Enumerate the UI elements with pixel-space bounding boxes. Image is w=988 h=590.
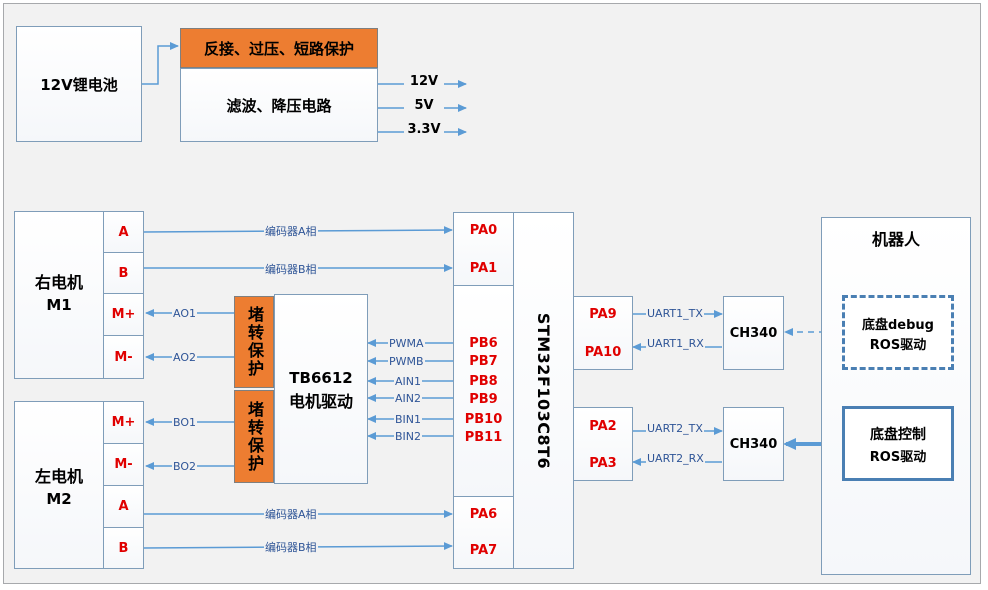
stall-protect-label-1: 堵转保护: [245, 306, 264, 378]
pin-pb11: PB11: [464, 430, 503, 445]
uart2-tx-label: UART2_TX: [646, 421, 704, 436]
bin2-label: BIN2: [394, 429, 423, 444]
mcu-pins-mid: PB6 PB7 PB8 PB9 PB10 PB11: [453, 285, 514, 497]
right-pin-b-label: B: [118, 265, 129, 281]
left-motor-pin-mminus: M-: [103, 443, 144, 486]
bo1-label: BO1: [172, 414, 198, 430]
stall-protect-label-2: 堵转保护: [245, 400, 264, 473]
right-pin-mminus-label: M-: [114, 349, 133, 365]
mcu-name: STM32F103C8T6: [534, 312, 553, 469]
ain2-label: AIN2: [394, 391, 422, 406]
left-pin-a-label: A: [118, 499, 129, 514]
protection-label: 反接、过压、短路保护: [203, 39, 354, 58]
pin-pb6: PB6: [469, 336, 498, 351]
tb6612-desc: 电机驱动: [288, 392, 353, 411]
ch340-box-2: CH340: [723, 407, 784, 481]
stall-protect-box-2: 堵转保护: [234, 390, 274, 483]
uart1-pins-box: PA9 PA10: [573, 296, 633, 370]
left-motor-pin-mplus: M+: [103, 401, 144, 444]
right-motor-box: 右电机 M1: [14, 211, 104, 379]
ch340-label-1: CH340: [729, 325, 778, 341]
robot-box: 机器人: [821, 217, 971, 575]
battery-box: 12V锂电池: [16, 26, 142, 142]
left-motor-pin-b: B: [103, 527, 144, 569]
out-5v-label: 5V: [404, 97, 444, 113]
right-motor-name: 右电机: [34, 273, 83, 292]
enc-left-b-label: 编码器B相: [264, 539, 318, 555]
right-motor-pin-a: A: [103, 211, 144, 253]
pin-pb8: PB8: [469, 374, 498, 389]
battery-connector: [142, 42, 179, 85]
uart1-tx-label: UART1_TX: [646, 306, 704, 321]
pin-pa7: PA7: [469, 542, 498, 558]
mcu-pins-bottom: PA6 PA7: [453, 496, 514, 569]
robot-title: 机器人: [871, 230, 920, 249]
ros-control-box: 底盘控制 ROS驱动: [842, 406, 954, 481]
protection-box: 反接、过压、短路保护: [180, 28, 378, 68]
pin-pb7: PB7: [469, 354, 498, 369]
pin-pa6: PA6: [469, 506, 498, 522]
uart2-rx-label: UART2_RX: [646, 451, 705, 466]
right-motor-id: M1: [46, 296, 72, 314]
right-motor-pin-mminus: M-: [103, 335, 144, 379]
pin-pb9: PB9: [469, 392, 498, 407]
pin-pa0: PA0: [469, 222, 498, 238]
right-motor-pin-mplus: M+: [103, 293, 144, 336]
ros-control-line1: 底盘控制: [870, 427, 926, 443]
ch340-label-2: CH340: [729, 436, 778, 452]
pin-pa1: PA1: [469, 260, 498, 276]
ros-control-line2: ROS驱动: [869, 449, 927, 465]
ros-debug-line1: 底盘debug: [862, 317, 934, 333]
ao2-label: AO2: [172, 349, 197, 365]
pin-pa10: PA10: [584, 344, 622, 360]
right-motor-pin-b: B: [103, 252, 144, 294]
ao1-label: AO1: [172, 305, 197, 321]
pin-pa3: PA3: [589, 455, 617, 471]
uart2-pins-box: PA2 PA3: [573, 407, 633, 481]
left-pin-b-label: B: [118, 540, 129, 556]
enc-right-b-label: 编码器B相: [264, 261, 318, 277]
out-3v3-label: 3.3V: [404, 121, 444, 137]
ros-debug-box: 底盘debug ROS驱动: [842, 295, 954, 370]
filter-box: 滤波、降压电路: [180, 68, 378, 142]
mcu-box: STM32F103C8T6: [513, 212, 574, 569]
left-motor-pin-a: A: [103, 485, 144, 528]
right-pin-mplus-label: M+: [111, 307, 136, 322]
ros-debug-line2: ROS驱动: [869, 337, 927, 353]
pwma-label: PWMA: [388, 336, 425, 351]
stall-protect-box-1: 堵转保护: [234, 296, 274, 388]
tb6612-name: TB6612: [289, 369, 353, 387]
filter-label: 滤波、降压电路: [226, 96, 332, 115]
enc-left-a-label: 编码器A相: [264, 506, 318, 522]
left-pin-mminus-label: M-: [114, 457, 133, 472]
left-motor-box: 左电机 M2: [14, 401, 104, 569]
uart1-rx-label: UART1_RX: [646, 336, 705, 351]
pwmb-label: PWMB: [388, 354, 425, 369]
ain1-label: AIN1: [394, 374, 422, 389]
left-motor-id: M2: [46, 490, 72, 508]
right-pin-a-label: A: [118, 224, 129, 240]
enc-right-a-label: 编码器A相: [264, 223, 318, 239]
ch340-box-1: CH340: [723, 296, 784, 370]
bin1-label: BIN1: [394, 412, 423, 427]
out-12v-label: 12V: [404, 73, 444, 89]
left-pin-mplus-label: M+: [111, 415, 136, 430]
battery-label: 12V锂电池: [40, 75, 118, 94]
pin-pb10: PB10: [464, 412, 503, 427]
mcu-pins-top: PA0 PA1: [453, 212, 514, 286]
pin-pa9: PA9: [589, 306, 617, 322]
left-motor-name: 左电机: [34, 467, 83, 486]
bo2-label: BO2: [172, 458, 198, 474]
pin-pa2: PA2: [589, 418, 617, 434]
tb6612-box: TB6612 电机驱动: [274, 294, 368, 484]
